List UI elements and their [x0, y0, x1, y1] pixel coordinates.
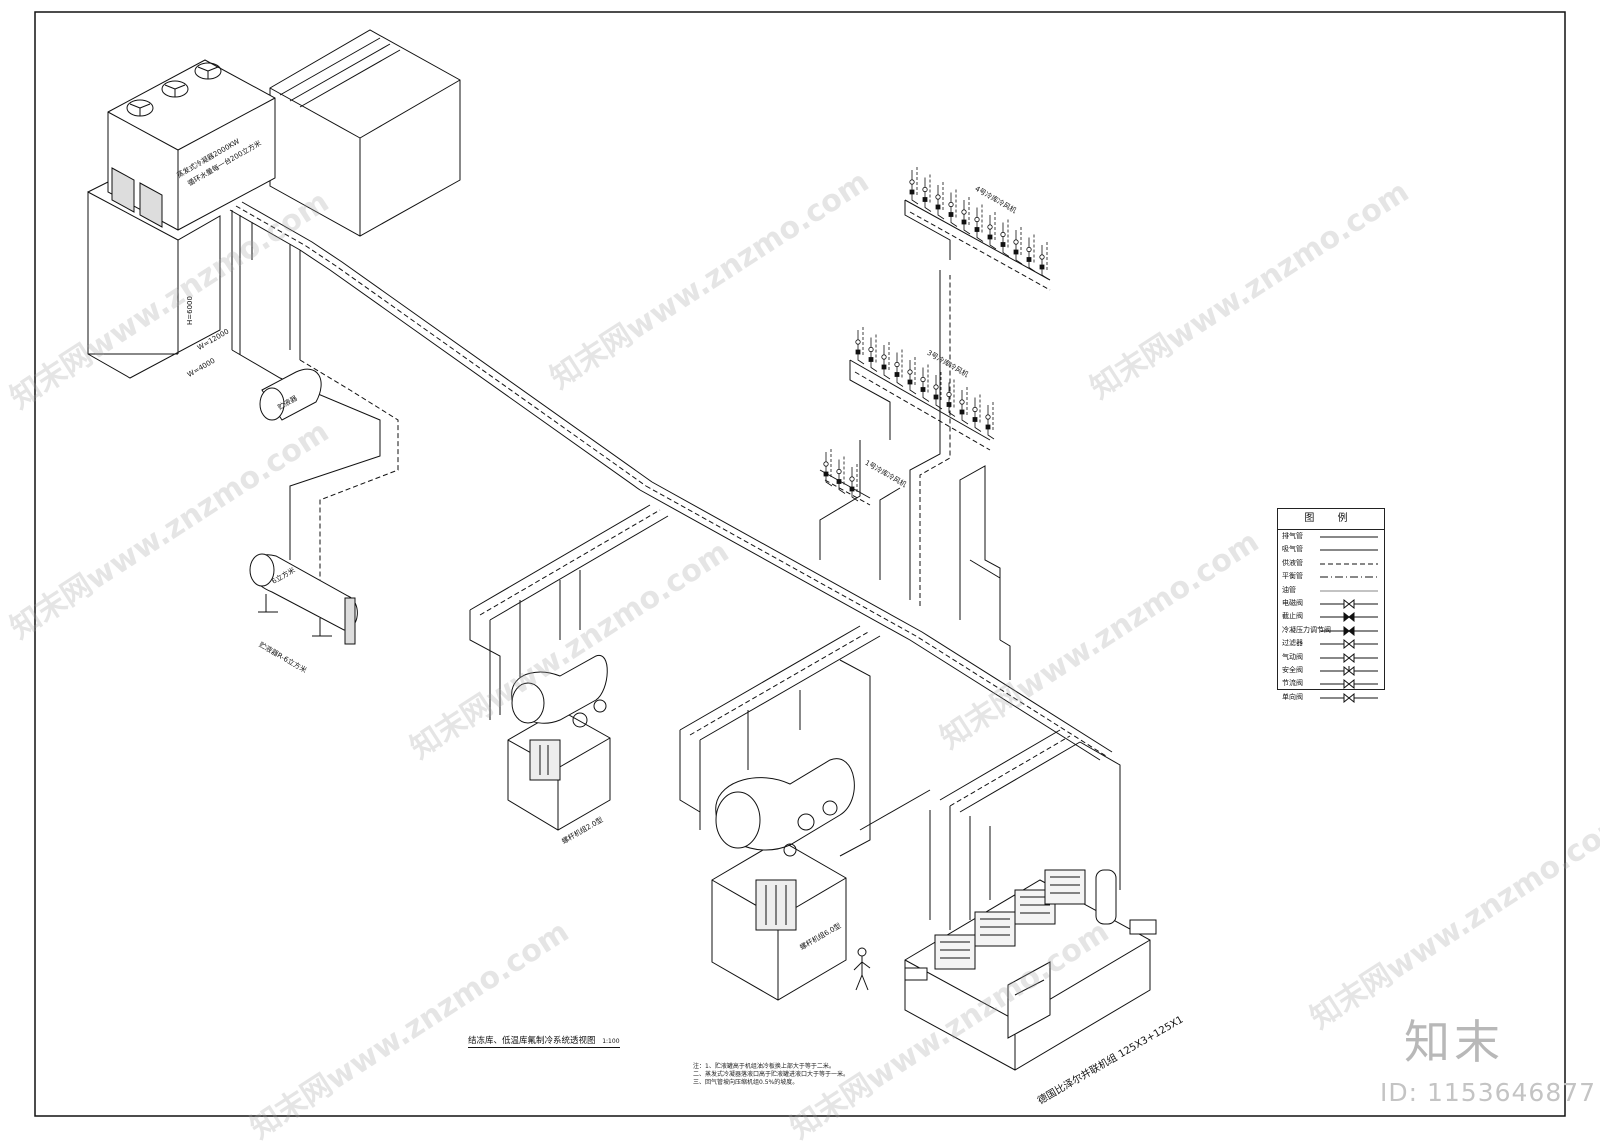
- drawing-frame: [34, 11, 1566, 1117]
- evaporator-branch-group: [823, 167, 1049, 502]
- evaporator-branch: [1026, 234, 1036, 272]
- evaporator-branch: [836, 456, 846, 494]
- evaporator-branch: [961, 197, 971, 235]
- evaporator-branch: [909, 167, 919, 205]
- compressor-icon: [974, 911, 1016, 947]
- compressor-icon: [1044, 869, 1086, 905]
- legend-row: 过滤器: [1278, 637, 1384, 650]
- evaporator-branch: [972, 394, 982, 432]
- document-id: ID: 1153646877: [1380, 1078, 1597, 1107]
- evaporator-branch: [985, 402, 995, 440]
- compressor-icon: [934, 934, 976, 970]
- note-line: 二、蒸发式冷凝器落液口高于贮液罐进液口大于等于一米。: [693, 1071, 850, 1078]
- fan-icon: [161, 80, 189, 98]
- evaporator-branch: [959, 387, 969, 425]
- screw-unit-left: [507, 655, 611, 831]
- evaporator-branch: [823, 449, 833, 487]
- evaporator-branch: [1039, 242, 1049, 280]
- legend-label: 电磁阀: [1282, 598, 1303, 607]
- legend-line-dash: [1320, 563, 1378, 565]
- evaporator-branch: [894, 349, 904, 387]
- legend-row: 截止阀: [1278, 610, 1384, 623]
- throttle-valve-icon: [1320, 679, 1378, 690]
- evaporator-branch: [920, 364, 930, 402]
- legend-row: 排气管: [1278, 530, 1384, 543]
- note-line: 注：1、贮液罐高于机组油冷板换上部大于等于二米。: [693, 1063, 835, 1070]
- legend-line-solid: [1320, 536, 1378, 538]
- legend-row: 供液管: [1278, 557, 1384, 570]
- legend-row: 电磁阀: [1278, 597, 1384, 610]
- evaporative-condenser: [87, 29, 461, 379]
- legend-label: 排气管: [1282, 532, 1303, 540]
- evaporator-branch: [868, 334, 878, 372]
- evaporator-branch: [935, 182, 945, 220]
- legend-row: 安全阀: [1278, 664, 1384, 677]
- legend-line-dot-dash: [1320, 576, 1378, 578]
- louver-grid: [111, 167, 163, 228]
- evaporator-branch: [974, 204, 984, 242]
- fan-icon: [126, 99, 154, 117]
- stop-valve-icon: [1320, 612, 1378, 623]
- filter-icon: [1320, 639, 1378, 650]
- legend-label: 气动阀: [1282, 652, 1303, 661]
- evaporator-branch: [948, 189, 958, 227]
- person-figure-icon: [853, 947, 871, 991]
- legend-label: 截止阀: [1282, 612, 1303, 621]
- pipe-network: [229, 199, 1121, 930]
- drawing-scale: 1:100: [602, 1038, 620, 1045]
- pressure-valve-icon: [1320, 625, 1378, 636]
- evaporator-branch: [987, 212, 997, 250]
- legend-line-solid: [1320, 549, 1378, 551]
- legend-title: 图 例: [1278, 509, 1384, 530]
- screw-unit-center: [711, 758, 855, 1001]
- evaporator-branch: [922, 174, 932, 212]
- legend-label: 单向阀: [1282, 692, 1303, 701]
- evaporator-branch: [1013, 227, 1023, 265]
- evaporator-branch: [946, 379, 956, 417]
- legend-line-solid-thin: [1320, 590, 1378, 591]
- note-line: 三、回气管坡向压缩机组0.5%的坡度。: [693, 1079, 799, 1086]
- drawing-title: 结冻库、低温库氟制冷系统透视图 1:100: [468, 1034, 620, 1048]
- legend-row: 油管: [1278, 584, 1384, 597]
- legend-row: 平衡管: [1278, 570, 1384, 583]
- check-valve-icon: [1320, 692, 1378, 703]
- evaporator-branch: [849, 464, 859, 502]
- evaporator-branch: [881, 342, 891, 380]
- evaporator-branch: [855, 327, 865, 365]
- receiver-tank-lower: [249, 553, 358, 645]
- drawing-title-text: 结冻库、低温库氟制冷系统透视图: [468, 1036, 596, 1046]
- legend-row: 单向阀: [1278, 691, 1384, 704]
- solenoid-valve-icon: [1320, 598, 1378, 609]
- legend-row: 吸气管: [1278, 543, 1384, 556]
- dim-height-label: H=6000: [186, 296, 194, 325]
- evaporator-branch: [1000, 219, 1010, 257]
- legend-row: 冷凝压力调节阀: [1278, 624, 1384, 637]
- receiver-tank-upper: [259, 368, 322, 421]
- legend-label: 平衡管: [1282, 572, 1303, 581]
- parallel-compressor-unit: [904, 869, 1157, 1071]
- legend-row: 节流阀: [1278, 677, 1384, 690]
- legend-row: 气动阀: [1278, 651, 1384, 664]
- evaporator-branch: [933, 372, 943, 410]
- legend-label: 供液管: [1282, 558, 1303, 567]
- legend-label: 吸气管: [1282, 545, 1303, 554]
- legend-label: 过滤器: [1282, 639, 1303, 648]
- pneumatic-valve-icon: [1320, 652, 1378, 663]
- evaporator-branch: [907, 357, 917, 395]
- fan-icon: [194, 62, 222, 80]
- legend-box: 图 例 排气管吸气管供液管平衡管油管电磁阀截止阀冷凝压力调节阀过滤器气动阀安全阀…: [1277, 508, 1385, 703]
- legend-label: 节流阀: [1282, 679, 1303, 688]
- notes: 注：1、贮液罐高于机组油冷板换上部大于等于二米。 二、蒸发式冷凝器落液口高于贮液…: [693, 1063, 849, 1087]
- legend-label: 安全阀: [1282, 665, 1303, 674]
- legend-label: 油管: [1282, 585, 1296, 594]
- legend-label: 冷凝压力调节阀: [1282, 625, 1331, 634]
- safety-valve-icon: [1320, 665, 1378, 676]
- brand-logo: 知末: [1404, 1015, 1504, 1069]
